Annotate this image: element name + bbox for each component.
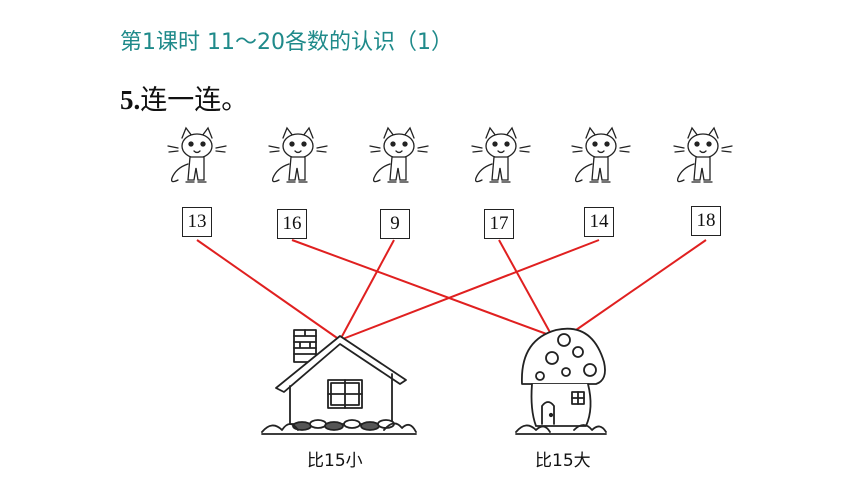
number-card-14[interactable]: 14	[584, 207, 614, 237]
cat-icon	[471, 126, 531, 183]
mushroom-label: 比15大	[535, 451, 591, 471]
cat-icon	[268, 126, 328, 183]
number-card-9[interactable]: 9	[380, 209, 410, 239]
lesson-title: 第1课时 11～20各数的认识（1）	[120, 30, 453, 55]
line-13-house	[196, 239, 341, 341]
task-number: 5.	[120, 85, 141, 115]
line-14-house	[339, 239, 600, 341]
line-17-mushroom	[498, 239, 553, 337]
number-card-13[interactable]: 13	[182, 207, 212, 237]
number-card-16[interactable]: 16	[277, 209, 307, 239]
cat-icon	[673, 126, 733, 183]
line-9-house	[339, 239, 395, 341]
cat-icon	[369, 126, 429, 183]
line-18-mushroom	[575, 239, 707, 331]
cat-icon	[571, 126, 631, 183]
house-label: 比15小	[307, 451, 363, 471]
cat-icon	[167, 126, 227, 183]
task-heading: 5.连一连。	[120, 78, 248, 117]
number-card-18[interactable]: 18	[691, 206, 721, 236]
line-16-mushroom	[291, 239, 553, 337]
task-instruction: 连一连。	[140, 85, 249, 116]
number-card-17[interactable]: 17	[484, 209, 514, 239]
